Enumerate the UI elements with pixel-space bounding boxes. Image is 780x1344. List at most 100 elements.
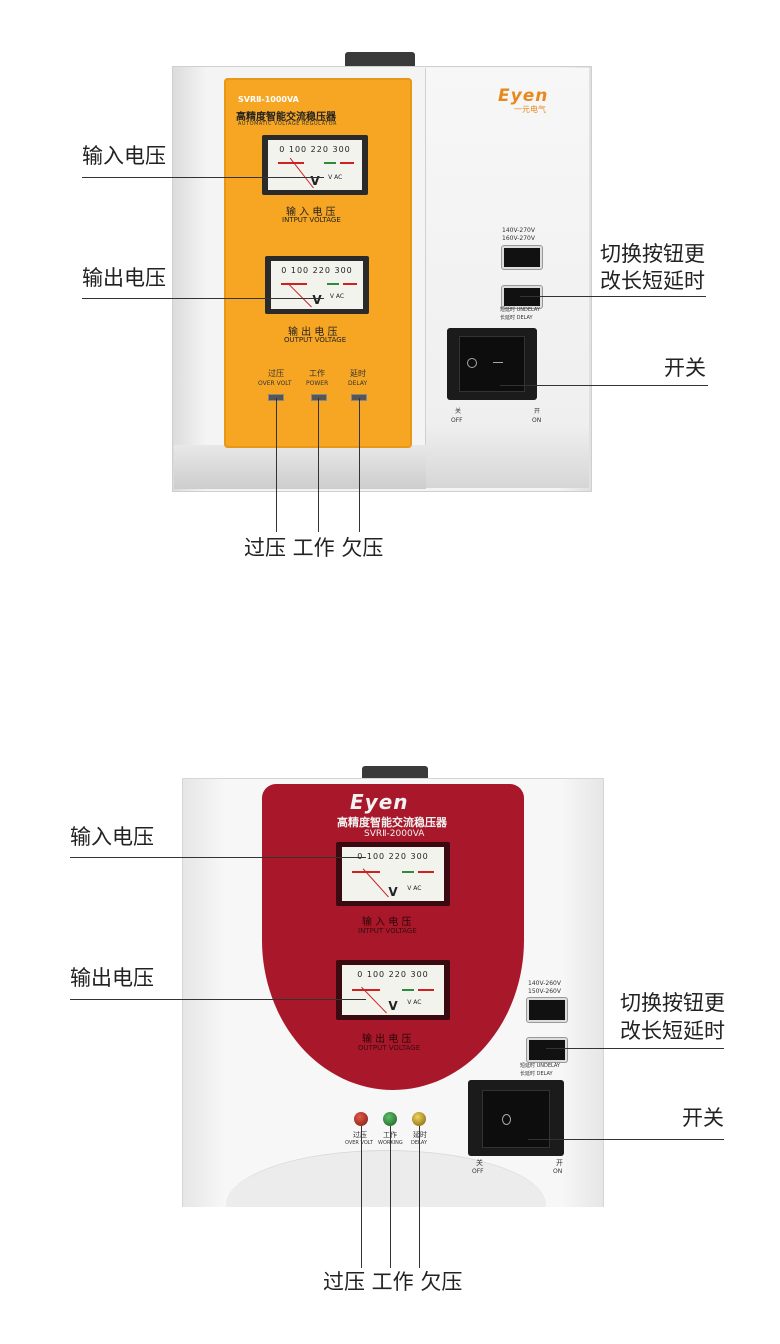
meter-red-band-high <box>343 283 357 285</box>
top-model: SVRⅡ-1000VA <box>238 95 299 104</box>
callout-led-line-1 <box>276 398 277 532</box>
bottom-input-label-cn: 输 入 电 压 <box>362 917 412 928</box>
meter-red-band <box>352 989 380 991</box>
top-input-label-cn: 输 入 电 压 <box>286 207 336 218</box>
callout-led-line-2-2 <box>390 1126 391 1268</box>
bottom-range-2: 150V-260V <box>528 988 561 995</box>
top-delay-1: 短延时 UNDELAY <box>500 307 540 313</box>
top-led-power-en: POWER <box>306 380 329 387</box>
bottom-off-cn: 关 <box>476 1159 483 1167</box>
top-handle <box>345 52 415 70</box>
callout-led-line-2 <box>318 398 319 532</box>
bottom-off-en: OFF <box>472 1168 484 1175</box>
callout-output-voltage-2: 输出电压 <box>70 966 154 990</box>
bottom-range-switch[interactable] <box>527 998 567 1022</box>
top-output-label-cn: 输 出 电 压 <box>288 327 338 338</box>
top-off-cn: 关 <box>455 408 462 415</box>
callout-led-line-3 <box>359 398 360 532</box>
meter-green-band <box>402 871 414 873</box>
top-input-meter: 0 100 220 300 V AC V <box>262 135 368 195</box>
bottom-led-working <box>383 1112 397 1126</box>
bottom-delay-2: 长延时 DELAY <box>520 1071 553 1077</box>
top-right-section <box>425 68 589 488</box>
top-output-meter: 0 100 220 300 V AC V <box>265 256 369 314</box>
top-off-en: OFF <box>451 417 463 424</box>
top-output-label-en: OUTPUT VOLTAGE <box>284 336 347 344</box>
bottom-led-over-en: OVER VOLT <box>345 1140 373 1146</box>
callout-output-voltage: 输出电压 <box>82 266 166 290</box>
callout-switch-line2: 改长短延时 <box>600 269 705 293</box>
top-on-cn: 开 <box>534 408 541 415</box>
bottom-led-delay <box>412 1112 426 1126</box>
meter-red-band <box>278 162 304 164</box>
bottom-output-label-cn: 输 出 电 压 <box>362 1034 412 1045</box>
top-led-over-en: OVER VOLT <box>258 380 292 387</box>
callout-led-labels: 过压 工作 欠压 <box>244 536 384 560</box>
top-brand-sub: 一元电气 <box>514 105 546 114</box>
meter-unit: V <box>310 174 320 188</box>
callout-switch-line <box>520 296 706 297</box>
bottom-input-meter: 0 100 220 300 V AC V <box>336 842 450 906</box>
top-led-delay-cn: 延时 <box>350 369 366 378</box>
meter-unit-small: V AC <box>328 174 343 181</box>
callout-power-line <box>500 385 708 386</box>
callout-input-line-2 <box>70 857 366 858</box>
bottom-on-en: ON <box>553 1168 563 1175</box>
bottom-model: SVRⅡ-2000VA <box>364 829 425 839</box>
meter-red-band-high <box>418 989 434 991</box>
meter-unit-small: V AC <box>407 885 422 892</box>
on-symbol <box>493 362 503 363</box>
bottom-power-switch[interactable] <box>468 1080 564 1156</box>
callout-input-voltage-2: 输入电压 <box>70 825 154 849</box>
top-delay-switch[interactable] <box>502 286 542 308</box>
bottom-output-meter: 0 100 220 300 V AC V <box>336 960 450 1020</box>
callout-switch-line1: 切换按钮更 <box>600 242 705 266</box>
bottom-delay-1: 短延时 UNDELAY <box>520 1063 560 1069</box>
top-base <box>174 445 426 489</box>
meter-unit-small: V AC <box>407 999 422 1006</box>
bottom-white-mask <box>182 1207 622 1267</box>
top-range-1: 140V-270V <box>502 227 535 234</box>
top-range-2: 160V-270V <box>502 235 535 242</box>
bottom-range-1: 140V-260V <box>528 980 561 987</box>
callout-input-voltage: 输入电压 <box>82 144 166 168</box>
callout-switch-line2-2: 改长短延时 <box>620 1019 725 1043</box>
bottom-title-cn: 高精度智能交流稳压器 <box>337 816 447 829</box>
bottom-input-label-en: INTPUT VOLTAGE <box>358 927 417 935</box>
bottom-brand-logo: Eyen <box>350 790 409 814</box>
meter-red-band <box>281 283 307 285</box>
top-led-power-cn: 工作 <box>309 369 325 378</box>
top-input-label-en: INTPUT VOLTAGE <box>282 216 341 224</box>
meter-scale: 0 100 220 300 <box>281 266 353 275</box>
top-on-en: ON <box>532 417 542 424</box>
bottom-led-over-cn: 过压 <box>353 1131 367 1139</box>
top-led-over-cn: 过压 <box>268 369 284 378</box>
meter-unit-small: V AC <box>329 293 345 300</box>
callout-output-line <box>82 298 324 299</box>
top-title-cn: 高精度智能交流稳压器 <box>236 112 336 123</box>
top-led-delay-en: DELAY <box>348 380 368 387</box>
top-range-switch[interactable] <box>502 246 542 269</box>
callout-power-2: 开关 <box>682 1106 724 1130</box>
callout-switch-line1-2: 切换按钮更 <box>620 991 725 1015</box>
off-symbol <box>502 1114 511 1125</box>
callout-led-line-3-2 <box>419 1126 420 1268</box>
meter-green-band <box>324 162 336 164</box>
meter-scale: 0 100 220 300 <box>279 145 351 154</box>
meter-unit: V <box>312 293 322 307</box>
callout-power-line-2 <box>528 1139 724 1140</box>
top-title-en: AUTOMATIC VOLTAGE REGULATOR <box>238 121 338 127</box>
meter-scale: 0 100 220 300 <box>357 852 429 861</box>
meter-red-band-high <box>418 871 434 873</box>
off-symbol <box>467 358 477 368</box>
bottom-on-cn: 开 <box>556 1159 563 1167</box>
callout-power: 开关 <box>664 356 706 380</box>
bottom-delay-switch[interactable] <box>527 1038 567 1062</box>
callout-led-labels-2: 过压 工作 欠压 <box>323 1270 463 1294</box>
callout-input-line <box>82 177 324 178</box>
top-power-switch[interactable] <box>447 328 537 400</box>
callout-led-line-1-2 <box>361 1126 362 1268</box>
bottom-led-over <box>354 1112 368 1126</box>
top-led-power-indicator <box>311 394 327 401</box>
bottom-led-delay-cn: 延时 <box>413 1131 427 1139</box>
